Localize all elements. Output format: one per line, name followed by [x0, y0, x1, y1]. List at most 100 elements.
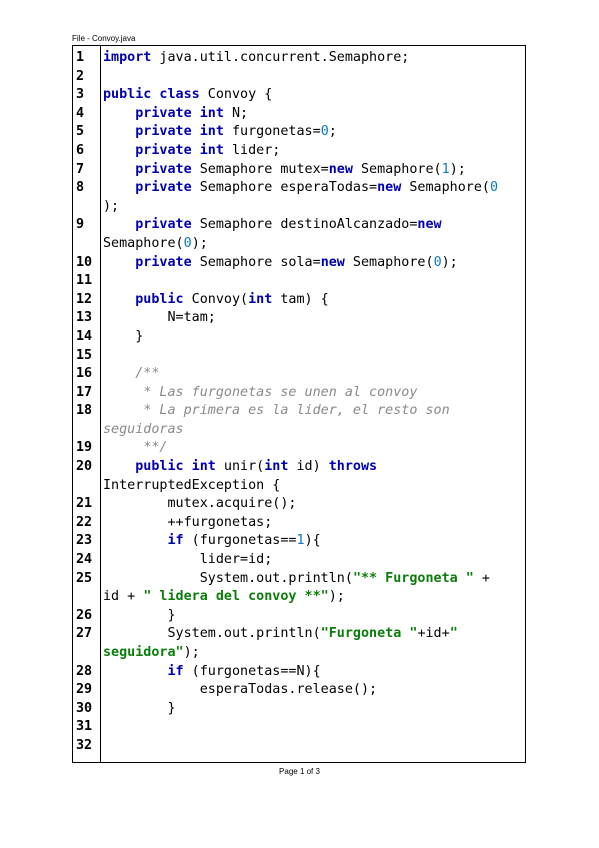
line-number: 6 — [76, 142, 85, 158]
code-token: 0 — [320, 124, 329, 140]
code-token: ); — [191, 235, 208, 251]
code-token: } — [103, 700, 176, 716]
code-text — [97, 737, 521, 756]
line-number: 29 — [76, 682, 93, 698]
code-text: public Convoy(int tam) { — [97, 291, 521, 310]
code-token: ); — [449, 161, 466, 177]
line-number: 11 — [76, 273, 93, 289]
code-text: private Semaphore sola=new Semaphore(0); — [97, 254, 521, 273]
code-line: 21 mutex.acquire(); — [73, 495, 525, 514]
code-token: Semaphore( — [344, 254, 434, 270]
code-token: private int — [135, 142, 224, 158]
code-token: /** — [135, 366, 160, 382]
code-text — [97, 718, 521, 737]
code-text: private Semaphore esperaTodas=new Semaph… — [97, 179, 521, 216]
code-text: private int furgonetas=0; — [97, 123, 521, 142]
line-number: 28 — [76, 663, 93, 679]
code-token: } — [103, 328, 144, 344]
code-token: " seguidora" — [103, 626, 458, 660]
code-line: 12 public Convoy(int tam) { — [73, 291, 525, 310]
line-number: 8 — [76, 180, 85, 196]
code-token: private — [135, 180, 192, 196]
code-line: 8 private Semaphore esperaTodas=new Sema… — [73, 179, 525, 216]
code-text: lider=id; — [97, 551, 521, 570]
code-token — [103, 180, 135, 195]
code-token: **/ — [143, 440, 168, 456]
code-line: 31 — [73, 718, 525, 737]
code-token: + id + — [103, 570, 490, 605]
code-token: if — [167, 663, 184, 679]
line-number: 30 — [76, 700, 93, 716]
code-line: 30 } — [73, 700, 525, 719]
line-number: 22 — [76, 514, 93, 530]
code-token: ); — [103, 198, 120, 214]
code-line: 25 System.out.println("** Furgoneta " + … — [73, 570, 525, 607]
line-number: 2 — [76, 68, 85, 84]
code-token: private — [135, 217, 192, 233]
code-text: private int lider; — [97, 142, 521, 161]
code-token: furgonetas= — [223, 124, 321, 140]
code-token — [103, 533, 168, 548]
code-token — [103, 440, 143, 455]
code-line: 20 public int unir(int id) throws Interr… — [73, 458, 525, 495]
code-token: Convoy { — [199, 87, 273, 103]
line-number-gutter — [73, 46, 101, 762]
code-token: public class — [103, 87, 200, 103]
code-token — [103, 664, 168, 679]
code-line: 27 System.out.println("Furgoneta "+id+" … — [73, 625, 525, 662]
code-token: id) — [288, 459, 329, 475]
code-token — [103, 403, 143, 418]
code-text: import java.util.concurrent.Semaphore; — [97, 49, 521, 68]
code-token: System.out.println( — [103, 626, 321, 642]
code-text: esperaTodas.release(); — [97, 681, 521, 700]
line-number: 14 — [76, 328, 93, 344]
code-token: " lidera del convoy **" — [143, 589, 329, 605]
code-line: 23 if (furgonetas==1){ — [73, 532, 525, 551]
code-text: /** — [97, 365, 521, 384]
code-line: 6 private int lider; — [73, 142, 525, 161]
code-line: 2 — [73, 68, 525, 87]
code-line: 10 private Semaphore sola=new Semaphore(… — [73, 254, 525, 273]
code-text: private Semaphore destinoAlcanzado=new S… — [97, 216, 521, 253]
code-token: (furgonetas== — [183, 533, 297, 549]
code-text: * La primera es la lider, el resto son s… — [97, 402, 521, 439]
code-text: System.out.println("** Furgoneta " + id … — [97, 570, 521, 607]
code-text: * Las furgonetas se unen al convoy — [97, 384, 521, 403]
code-token: lider; — [223, 142, 281, 158]
code-line: 5 private int furgonetas=0; — [73, 123, 525, 142]
code-text: **/ — [97, 439, 521, 458]
code-token: public — [135, 291, 184, 307]
code-line: 15 — [73, 347, 525, 366]
code-token: Semaphore esperaTodas= — [191, 180, 378, 196]
code-token — [103, 124, 135, 139]
line-number: 26 — [76, 607, 93, 623]
code-line: 19 **/ — [73, 439, 525, 458]
code-token: Semaphore destinoAlcanzado= — [191, 217, 418, 233]
code-token: import — [103, 50, 152, 65]
code-token — [103, 292, 135, 307]
code-token — [103, 162, 135, 177]
code-token: if — [167, 533, 184, 549]
line-number: 16 — [76, 366, 93, 382]
line-number: 13 — [76, 310, 93, 326]
code-token: InterruptedException { — [103, 477, 281, 493]
code-text: public class Convoy { — [97, 86, 521, 105]
code-token: new — [377, 180, 402, 196]
code-token: } — [103, 607, 176, 623]
code-token: * Las furgonetas se unen al convoy — [143, 384, 418, 400]
code-token — [103, 366, 135, 381]
code-line: 11 — [73, 272, 525, 291]
line-number: 31 — [76, 719, 93, 735]
code-text — [97, 68, 521, 87]
code-text: } — [97, 700, 521, 719]
code-text: if (furgonetas==N){ — [97, 663, 521, 682]
code-token: N; — [223, 105, 249, 121]
code-token: Semaphore( — [103, 235, 184, 251]
code-token: ; — [328, 124, 337, 140]
code-token: Convoy( — [183, 291, 249, 307]
line-number: 4 — [76, 105, 85, 121]
